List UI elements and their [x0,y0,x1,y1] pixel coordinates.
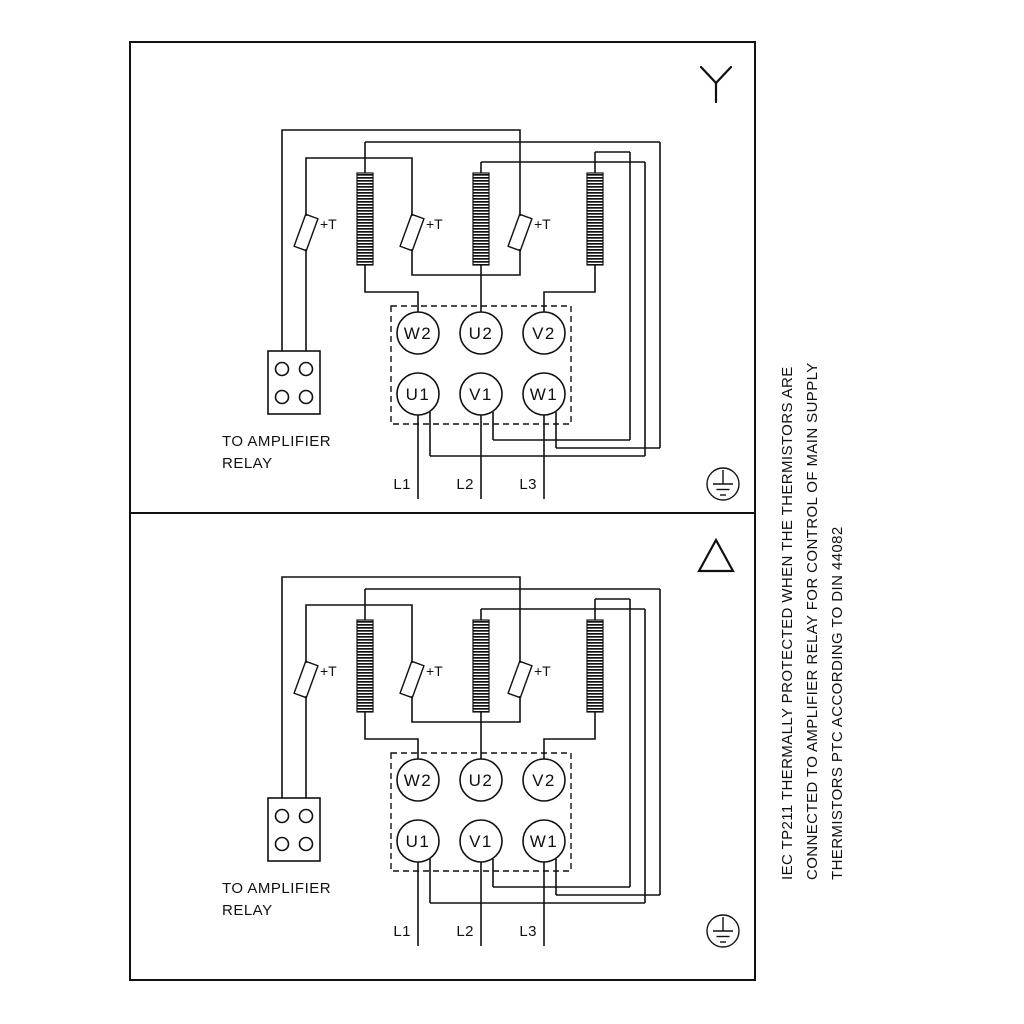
thermistor-label: +T [534,663,551,679]
diagram-frame [129,41,756,981]
relay-caption: TO AMPLIFIER [222,880,331,897]
supply-label-l2: L2 [456,476,474,493]
star-panel-graphics [267,129,740,501]
side-note-line-1: IEC TP211 THERMALLY PROTECTED WHEN THE T… [779,366,796,880]
side-note: IEC TP211 THERMALLY PROTECTED WHEN THE T… [779,362,846,880]
thermistor-label: +T [320,663,337,679]
terminal-label-v1: V1 [469,832,493,851]
terminal-label-u1: U1 [406,385,431,404]
terminal-label-u1: U1 [406,832,431,851]
terminal-label-w1: W1 [530,832,559,851]
terminal-label-u2: U2 [469,324,494,343]
terminal-label-w2: W2 [404,324,433,343]
thermistor-label: +T [426,663,443,679]
side-note-line-2: CONNECTED TO AMPLIFIER RELAY FOR CONTROL… [804,362,821,880]
delta-panel-graphics [267,576,740,948]
delta-icon [697,537,735,573]
star-icon [699,65,733,104]
star-panel-labels: +T +T +T W2 U2 V2 U1 V1 W1 TO AMPLIFIER … [222,216,559,493]
terminal-label-w2: W2 [404,771,433,790]
thermistor-label: +T [534,216,551,232]
relay-caption: RELAY [222,902,273,919]
delta-panel-labels: +T +T +T W2 U2 V2 U1 V1 W1 TO AMPLIFIER … [222,663,559,940]
terminal-label-v2: V2 [532,324,556,343]
supply-label-l2: L2 [456,923,474,940]
relay-caption: RELAY [222,455,273,472]
thermistor-label: +T [426,216,443,232]
terminal-label-v1: V1 [469,385,493,404]
supply-label-l3: L3 [519,476,537,493]
terminal-label-w1: W1 [530,385,559,404]
side-note-line-3: THERMISTORS PTC ACCORDING TO DIN 44082 [829,526,846,880]
terminal-label-v2: V2 [532,771,556,790]
thermistor-label: +T [320,216,337,232]
relay-caption: TO AMPLIFIER [222,433,331,450]
supply-label-l3: L3 [519,923,537,940]
terminal-label-u2: U2 [469,771,494,790]
supply-label-l1: L1 [393,923,411,940]
supply-label-l1: L1 [393,476,411,493]
